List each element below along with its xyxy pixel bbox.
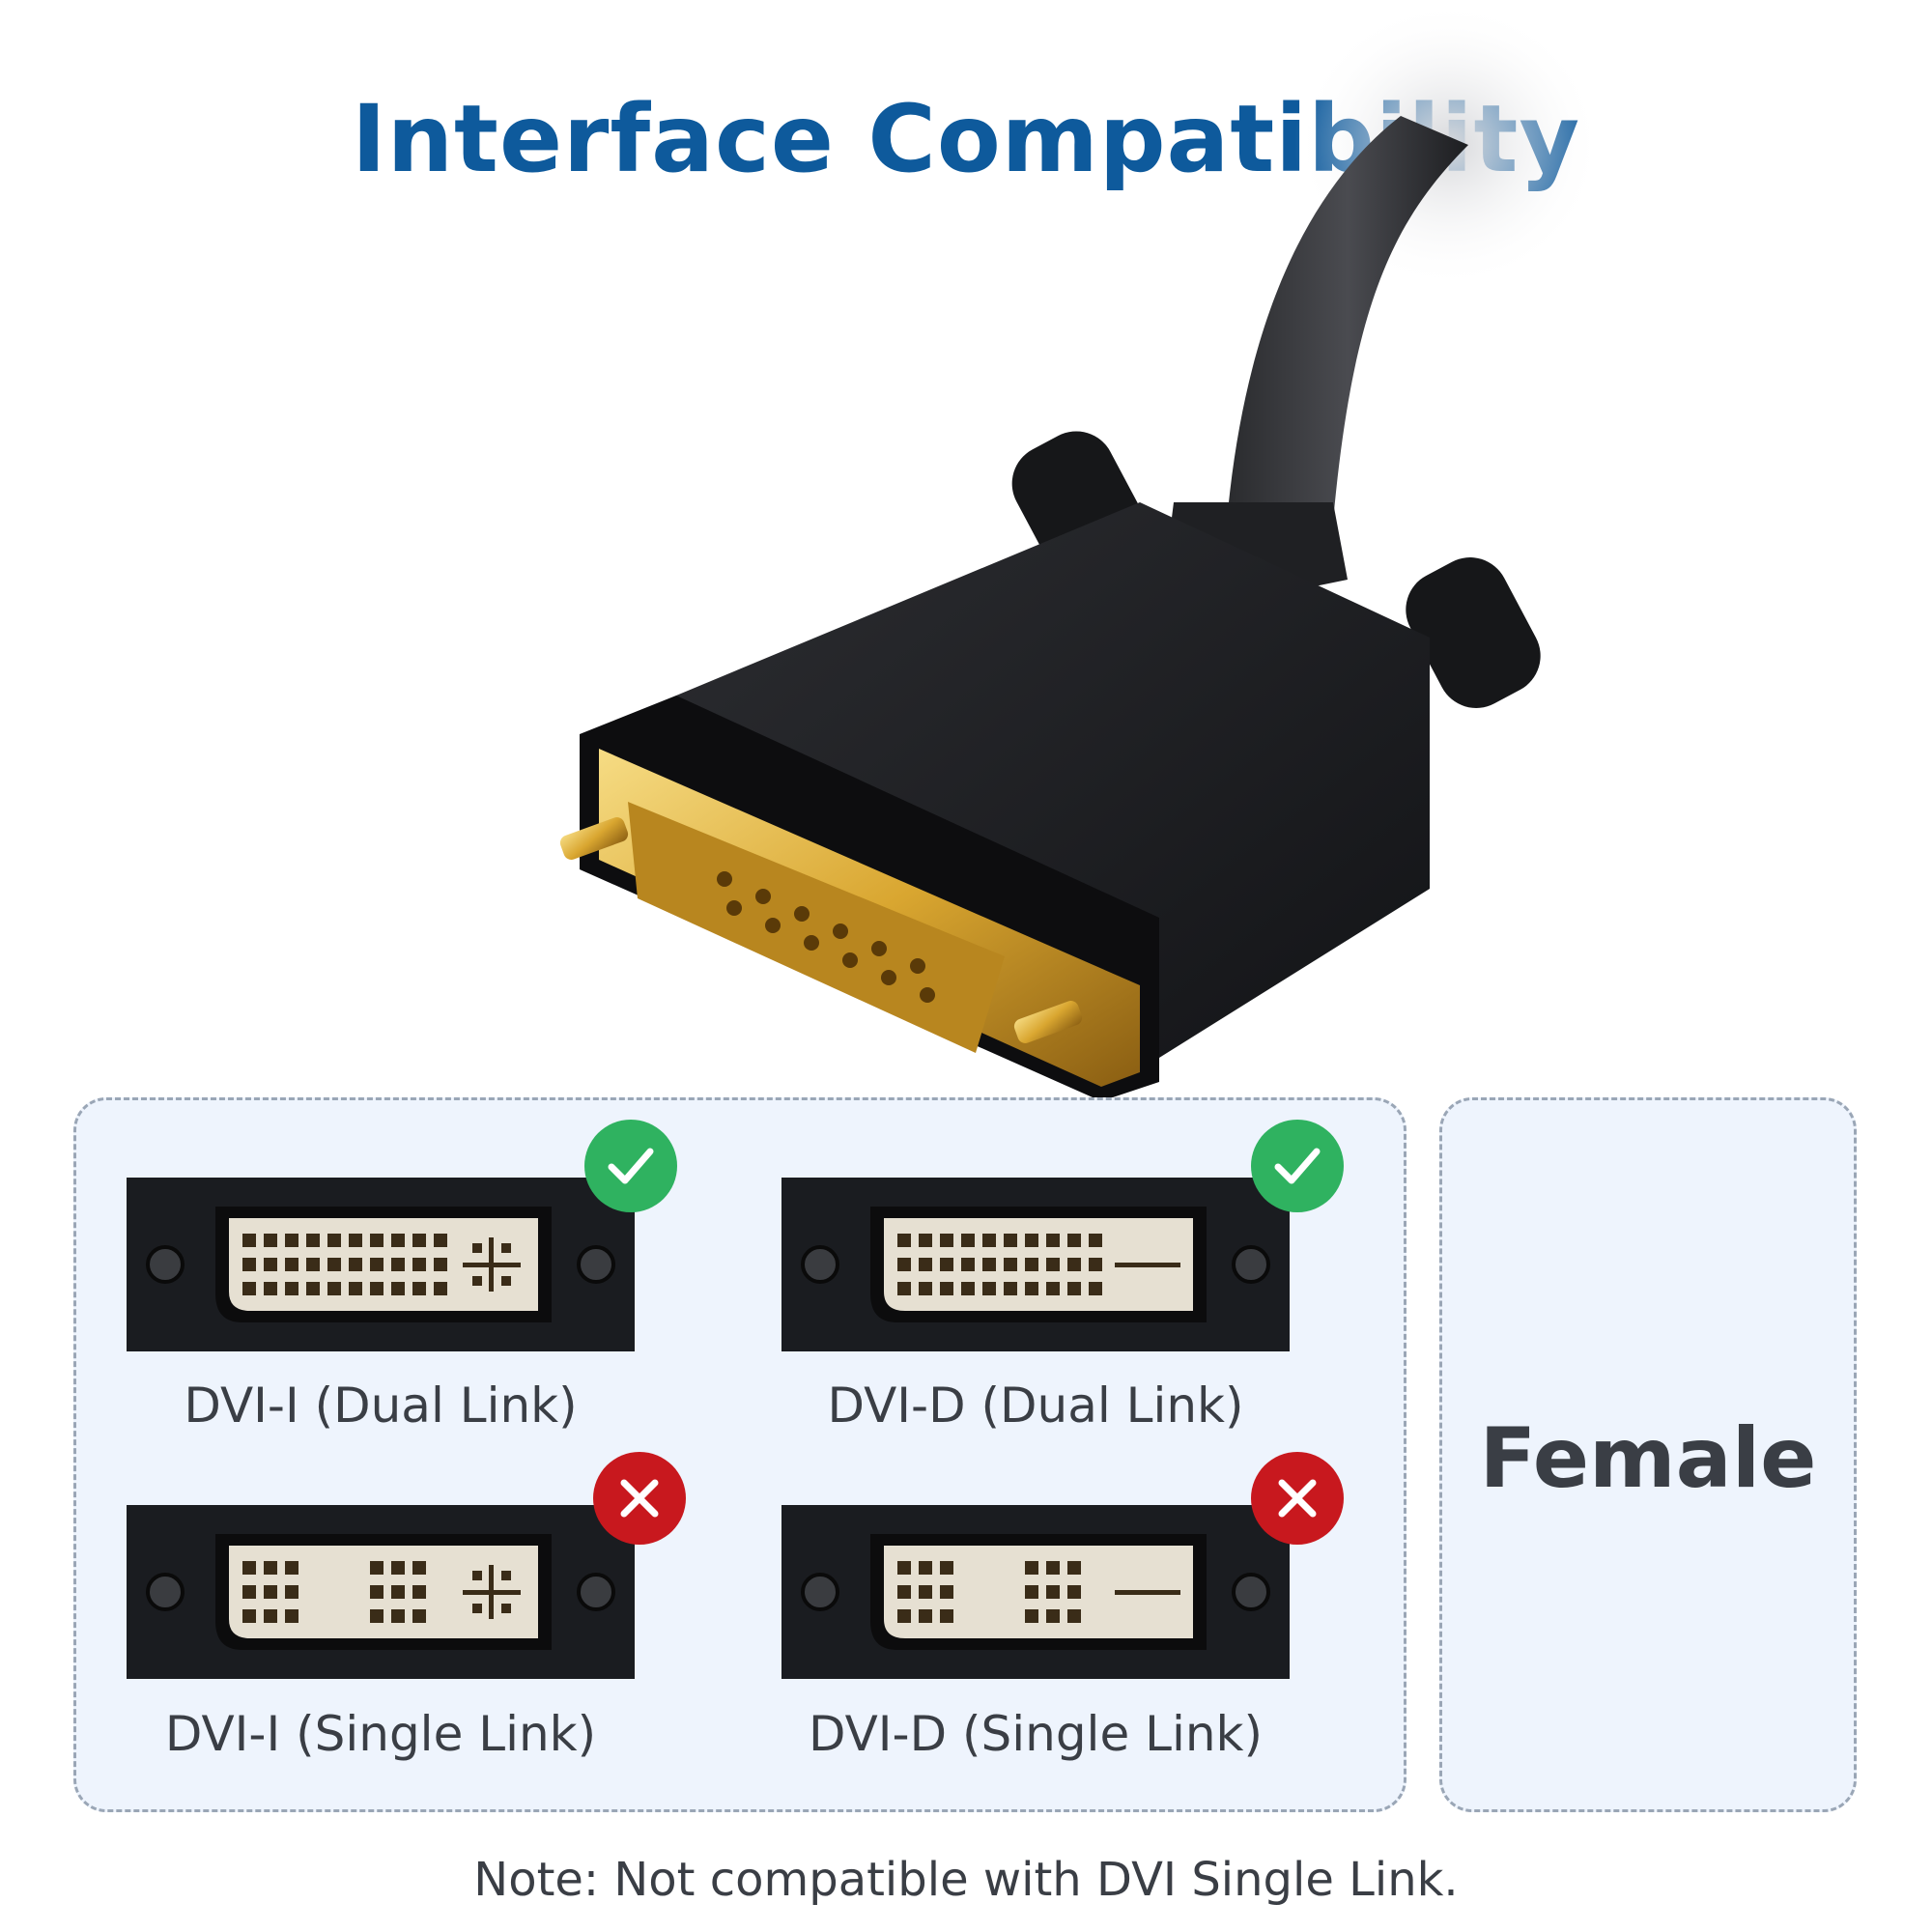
check-icon bbox=[1251, 1120, 1344, 1212]
cross-icon bbox=[1251, 1452, 1344, 1545]
gender-panel bbox=[1439, 1097, 1857, 1812]
dvi-i-dual-link-port-image bbox=[127, 1178, 635, 1351]
dvi-d-single-link-port-image bbox=[781, 1505, 1290, 1679]
dvi-cable-image bbox=[559, 0, 1604, 1101]
port-label: DVI-I (Single Link) bbox=[164, 1706, 597, 1762]
check-icon bbox=[584, 1120, 677, 1212]
compatibility-note: Note: Not compatible with DVI Single Lin… bbox=[473, 1853, 1459, 1907]
dvi-d-dual-link-port-image bbox=[781, 1178, 1290, 1351]
port-label: DVI-D (Single Link) bbox=[808, 1706, 1264, 1762]
cross-icon bbox=[593, 1452, 686, 1545]
port-label: DVI-I (Dual Link) bbox=[184, 1378, 578, 1434]
dvi-i-single-link-port-image bbox=[127, 1505, 635, 1679]
port-label: DVI-D (Dual Link) bbox=[827, 1378, 1244, 1434]
connector-gender-label: Female bbox=[1479, 1410, 1817, 1507]
